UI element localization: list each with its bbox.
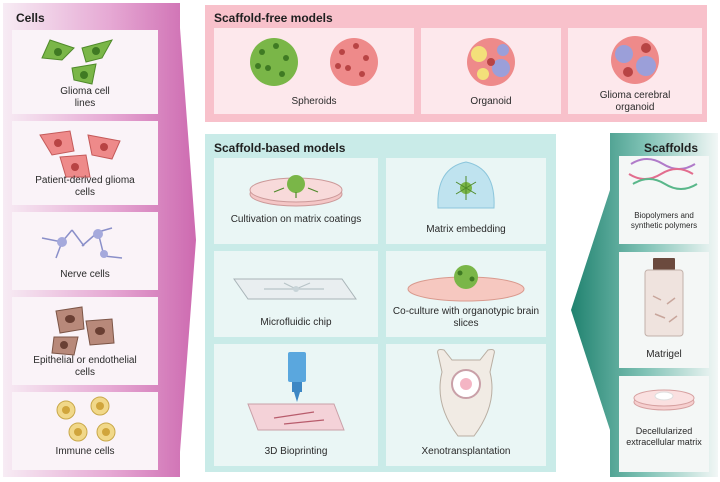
sf-label-cerebral: Glioma cerebral organoid — [599, 90, 671, 113]
sb-label-xeno: Xenotransplantation — [421, 446, 511, 457]
sb-card-microfluidic: Microfluidic chip — [214, 251, 378, 337]
sb-label-microfluidic: Microfluidic chip — [260, 317, 332, 328]
patient-cell-icon — [39, 130, 121, 178]
sb-label-embedding: Matrix embedding — [426, 224, 506, 235]
brain-slice-icon — [407, 265, 525, 302]
microfluidic-chip-icon — [233, 278, 357, 300]
sf-label-spheroids: Spheroids — [291, 96, 337, 107]
scaffolds-title: Scaffolds — [644, 141, 699, 155]
cells-title: Cells — [16, 11, 45, 25]
sb-label-cultivation: Cultivation on matrix coatings — [230, 214, 362, 225]
cell-label-nerve: Nerve cells — [60, 269, 110, 280]
sf-card-cerebral: Glioma cerebral organoid — [568, 28, 702, 114]
cell-card-glioma: Glioma cell lines — [12, 30, 158, 114]
scaffold-label-polymers: Biopolymers and synthetic polymers — [630, 211, 698, 230]
bioprinter-icon — [247, 352, 345, 431]
organoid-icon — [467, 38, 515, 86]
bottle-icon — [644, 258, 684, 337]
cell-card-nerve: Nerve cells — [12, 212, 158, 290]
cell-label-glioma: Glioma cell lines — [60, 86, 110, 109]
matrix-dome-icon — [437, 161, 495, 209]
scaffold-card-polymers: Biopolymers and synthetic polymers — [619, 156, 709, 244]
ecm-dish-icon — [633, 389, 695, 411]
immune-cell-icon — [56, 396, 116, 442]
sb-card-cultivation: Cultivation on matrix coatings — [214, 158, 378, 244]
scaffold-based-title: Scaffold-based models — [214, 141, 346, 155]
sf-label-organoid: Organoid — [470, 96, 512, 107]
sb-label-bioprinting: 3D Bioprinting — [264, 446, 328, 457]
epithelial-cell-icon — [51, 306, 115, 356]
scaffold-free-title: Scaffold-free models — [214, 11, 333, 25]
sb-card-embedding: Matrix embedding — [386, 158, 546, 244]
scaffold-card-matrigel: Matrigel — [619, 252, 709, 368]
nerve-cell-icon — [41, 227, 123, 259]
sb-card-xeno: Xenotransplantation — [386, 344, 546, 466]
spheroid-icon — [250, 38, 378, 86]
sb-label-brain-slice: Co-culture with organotypic brain slices — [392, 306, 540, 329]
cell-label-immune: Immune cells — [55, 446, 115, 457]
cell-card-epithelial: Epithelial or endothelial cells — [12, 297, 158, 385]
sf-card-organoid: Organoid — [421, 28, 561, 114]
petri-dish-icon — [249, 175, 343, 207]
cerebral-organoid-icon — [611, 36, 659, 84]
cell-label-epithelial: Epithelial or endothelial cells — [33, 355, 137, 378]
sf-card-spheroids: Spheroids — [214, 28, 414, 114]
mouse-icon — [437, 349, 495, 437]
cell-label-patient: Patient-derived glioma cells — [35, 175, 135, 198]
cell-card-immune: Immune cells — [12, 392, 158, 470]
polymer-strands-icon — [628, 158, 698, 190]
scaffold-card-ecm: Decellularized extracellular matrix — [619, 376, 709, 472]
sb-card-brain-slice: Co-culture with organotypic brain slices — [386, 251, 546, 337]
sb-card-bioprinting: 3D Bioprinting — [214, 344, 378, 466]
scaffold-label-matrigel: Matrigel — [646, 349, 682, 360]
cell-card-patient: Patient-derived glioma cells — [12, 121, 158, 205]
glioma-cell-icon — [41, 39, 114, 85]
scaffold-label-ecm: Decellularized extracellular matrix — [626, 426, 702, 447]
